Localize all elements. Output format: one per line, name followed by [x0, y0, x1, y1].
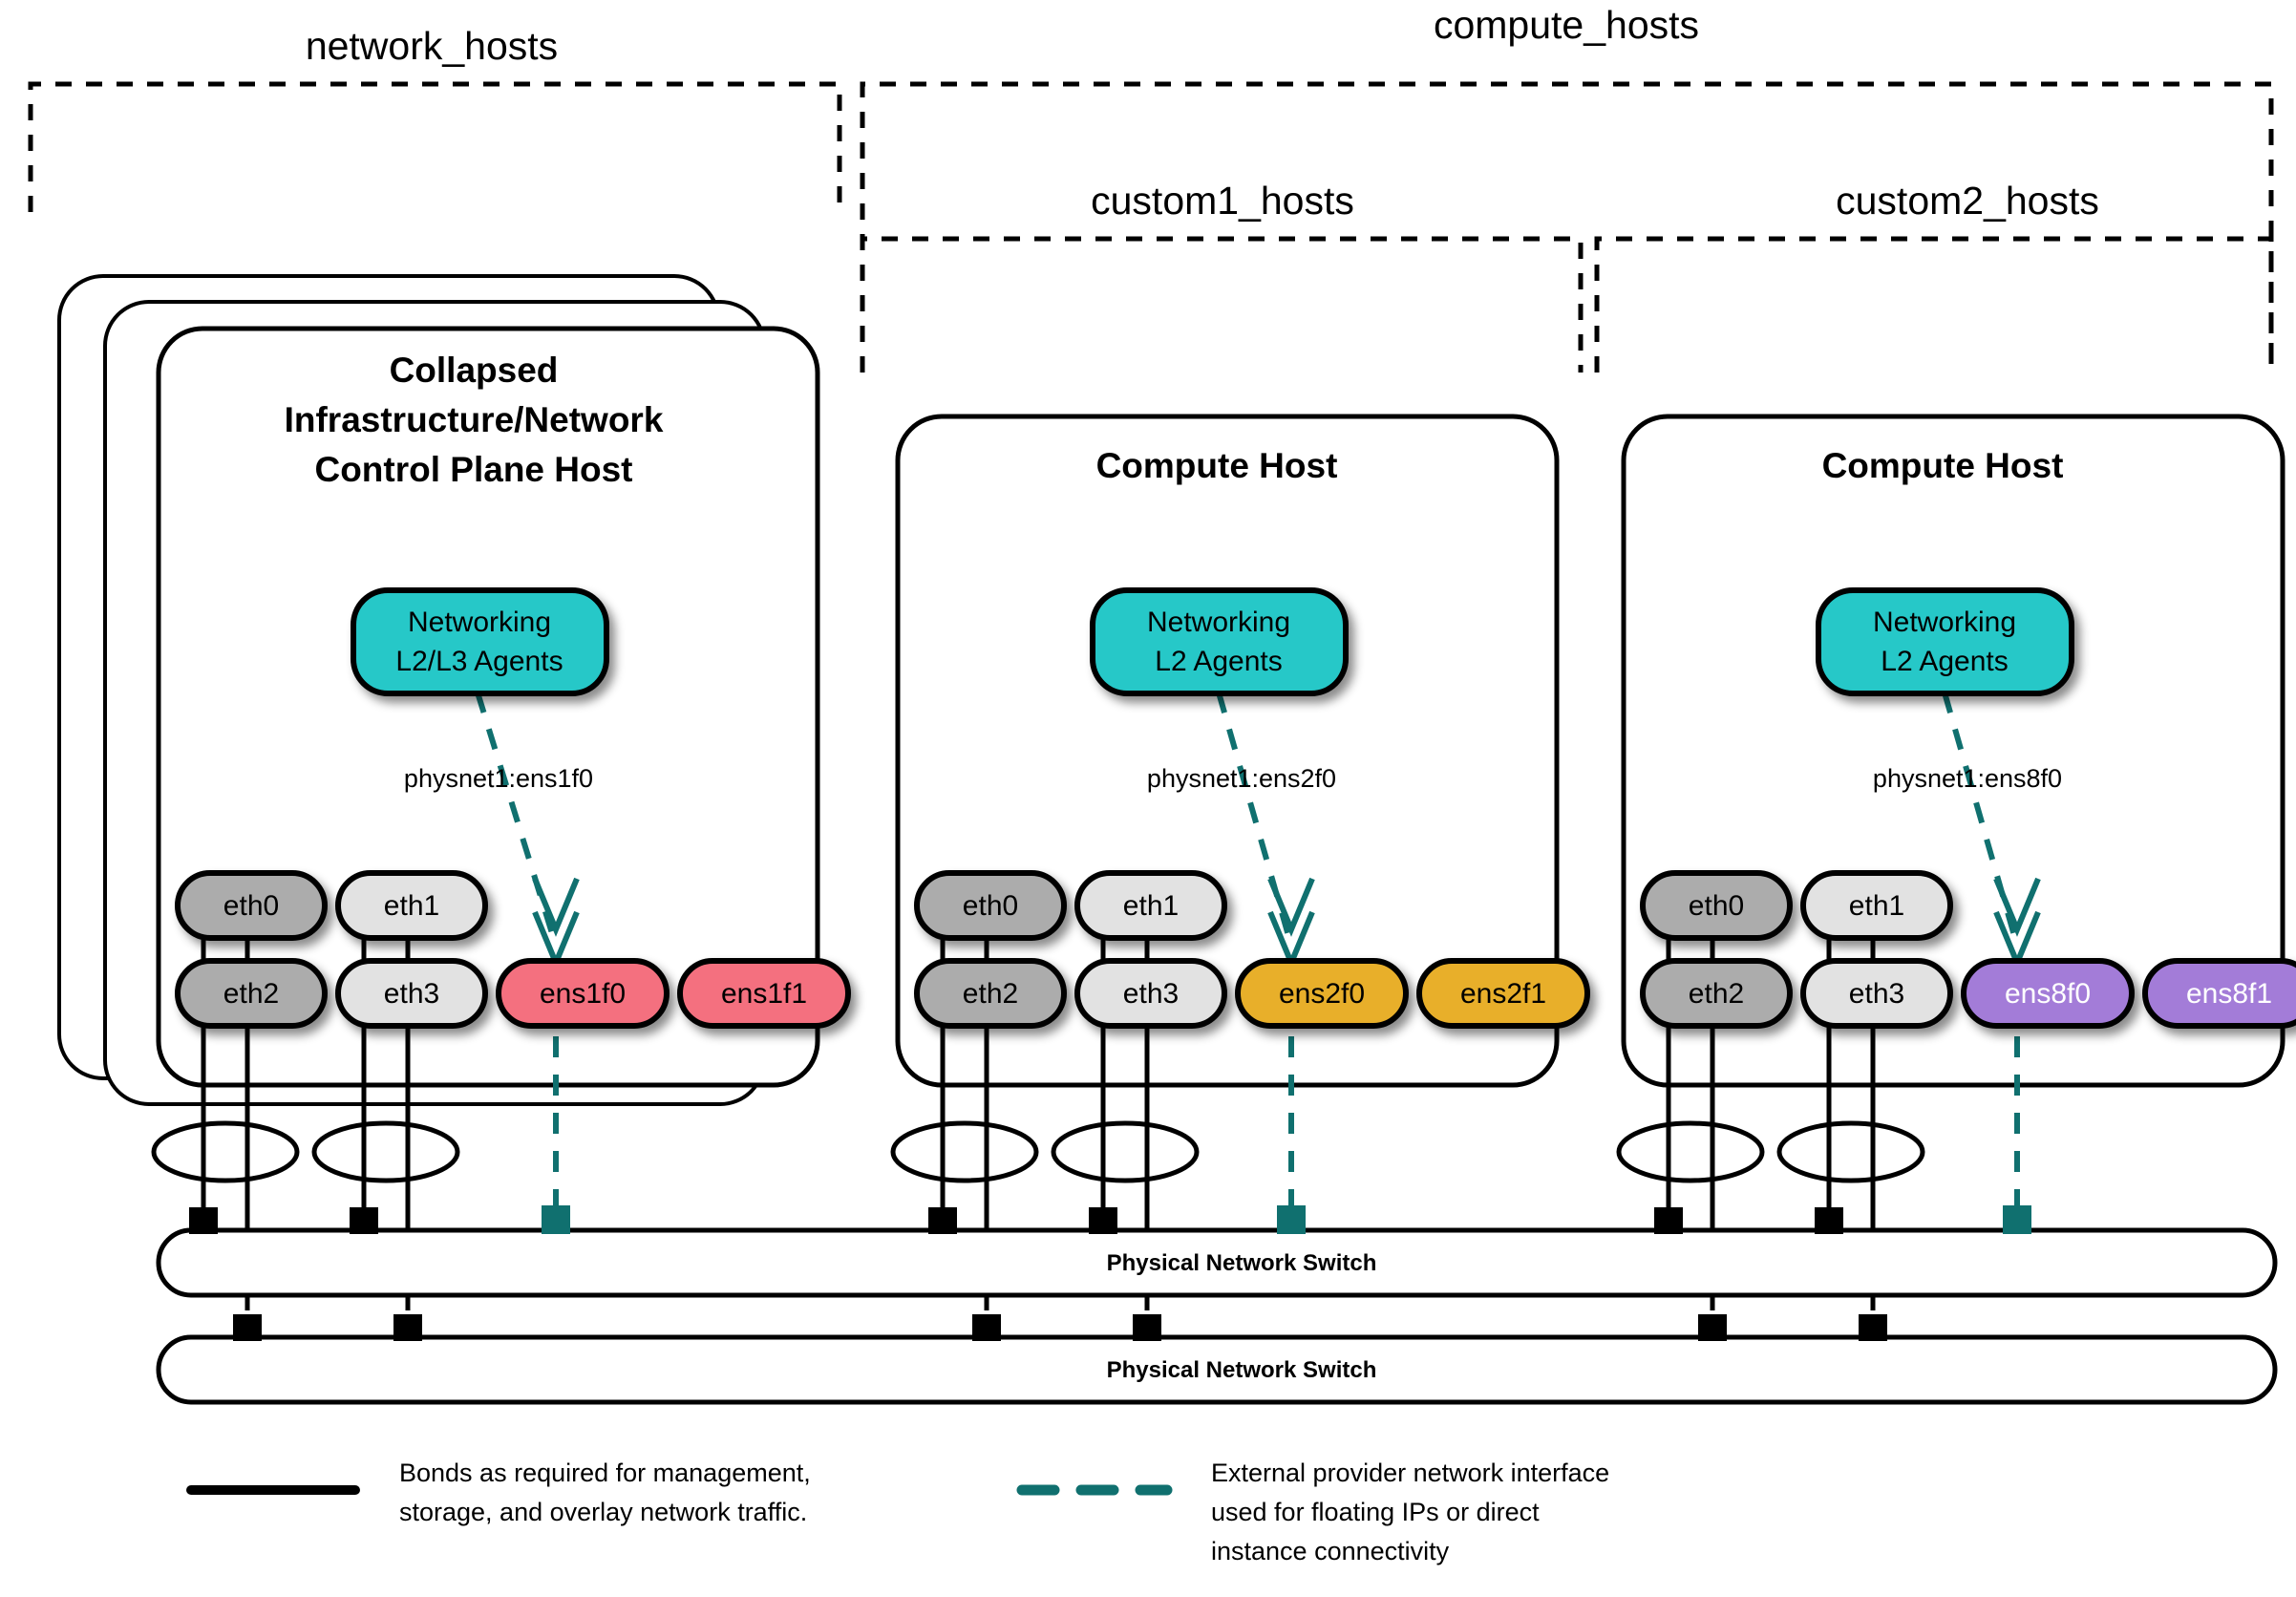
- nic-ens2f1-h2[interactable]: [1416, 958, 1590, 1029]
- nic-eth3-h3[interactable]: [1800, 958, 1953, 1029]
- switch-bottom-label: Physical Network Switch: [1107, 1357, 1377, 1383]
- host-title-line-2: Infrastructure/Network: [285, 400, 664, 439]
- nic-ens1f0-h1[interactable]: [496, 958, 670, 1029]
- nic-ens1f1-h1[interactable]: [677, 958, 851, 1029]
- legend-bond-line-2: storage, and overlay network traffic.: [399, 1498, 807, 1526]
- nic-eth0-h1[interactable]: [175, 870, 328, 941]
- nic-label-ens2f0-h2: ens2f0: [1279, 978, 1365, 1010]
- nic-label-ens1f0-h1: ens1f0: [540, 978, 626, 1010]
- agent-arrow-3b: [1993, 877, 2041, 937]
- nic-label-eth0-h3: eth0: [1689, 890, 1744, 922]
- agent-box-compute-2[interactable]: [1816, 587, 2074, 696]
- nic-label-eth3-h2: eth3: [1123, 978, 1179, 1010]
- group-box-compute-hosts: [860, 81, 2274, 373]
- nic-ens8f1-h3[interactable]: [2142, 958, 2296, 1029]
- nic-eth0-h2[interactable]: [914, 870, 1067, 941]
- nic-label-eth1-h2: eth1: [1123, 890, 1179, 922]
- nic-ens2f0-h2[interactable]: [1235, 958, 1409, 1029]
- switch-top[interactable]: [156, 1227, 2278, 1298]
- agent-link-3: [1942, 692, 2020, 947]
- switch-top-connectors: [189, 1205, 2031, 1234]
- agent-label-line-2: L2/L3 Agents: [395, 646, 563, 677]
- nic-label-eth0-h1: eth0: [223, 890, 279, 922]
- agent-label-3-line-2: L2 Agents: [1881, 646, 2008, 677]
- nic-label-eth1-h1: eth1: [384, 890, 439, 922]
- physnet-label-3: physnet1:ens8f0: [1873, 764, 2062, 793]
- switch-bottom-connectors: [233, 1314, 1887, 1341]
- group-label-compute-hosts: compute_hosts: [1434, 3, 1699, 47]
- agent-label-2-line-2: L2 Agents: [1155, 646, 1282, 677]
- nic-eth3-h1[interactable]: [335, 958, 488, 1029]
- nic-label-ens8f1-h3: ens8f1: [2186, 978, 2272, 1010]
- nic-eth1-h3[interactable]: [1800, 870, 1953, 941]
- nic-eth2-h3[interactable]: [1640, 958, 1793, 1029]
- agent-box-compute-1[interactable]: [1090, 587, 1349, 696]
- nic-label-ens8f0-h3: ens8f0: [2005, 978, 2091, 1010]
- group-label-custom1-hosts: custom1_hosts: [1091, 179, 1354, 223]
- nic-label-eth1-h3: eth1: [1849, 890, 1904, 922]
- nic-label-ens1f1-h1: ens1f1: [721, 978, 807, 1010]
- host-title-line-3: Control Plane Host: [314, 450, 632, 489]
- agent-arrow-1b: [532, 877, 580, 937]
- nic-eth3-h2[interactable]: [1074, 958, 1227, 1029]
- legend-provider-line-3: instance connectivity: [1211, 1537, 1450, 1565]
- host-title-compute-2: Compute Host: [1822, 446, 2064, 485]
- nic-ens8f0-h3[interactable]: [1961, 958, 2135, 1029]
- group-box-network-hosts: [28, 81, 842, 212]
- nic-label-eth3-h3: eth3: [1849, 978, 1904, 1010]
- host-title-line-1: Collapsed: [390, 351, 559, 390]
- nic-row-host-3: eth0 eth1 eth2 eth3 ens8f0 ens8f1: [1640, 870, 2296, 1029]
- legend-bond: Bonds as required for management, storag…: [186, 1459, 811, 1526]
- agent-label-2-line-1: Networking: [1147, 607, 1290, 638]
- physnet-label-1: physnet1:ens1f0: [404, 764, 593, 793]
- switch-top-label: Physical Network Switch: [1107, 1250, 1377, 1276]
- legend-provider-line-2: used for floating IPs or direct: [1211, 1498, 1540, 1526]
- agent-link-2: [1216, 692, 1294, 947]
- nic-row-host-1: eth0 eth1 eth2 eth3 ens1f0 ens1f1: [175, 870, 851, 1029]
- agent-link-1: [475, 692, 559, 947]
- agent-box-control-plane[interactable]: [351, 587, 609, 696]
- nic-label-eth2-h2: eth2: [963, 978, 1018, 1010]
- nic-eth2-h2[interactable]: [914, 958, 1067, 1029]
- group-label-custom2-hosts: custom2_hosts: [1836, 179, 2099, 223]
- nic-label-ens2f1-h2: ens2f1: [1460, 978, 1546, 1010]
- nic-row-host-2: eth0 eth1 eth2 eth3 ens2f0 ens2f1: [914, 870, 1590, 1029]
- agent-arrow-2b: [1267, 877, 1315, 937]
- host-title-compute-1: Compute Host: [1096, 446, 1338, 485]
- nic-eth1-h2[interactable]: [1074, 870, 1227, 941]
- legend-provider-line-1: External provider network interface: [1211, 1459, 1609, 1487]
- nic-label-eth2-h3: eth2: [1689, 978, 1744, 1010]
- legend-provider: External provider network interface used…: [1016, 1459, 1609, 1565]
- group-box-custom2-hosts: [1594, 236, 2274, 373]
- nic-eth0-h3[interactable]: [1640, 870, 1793, 941]
- switch-bottom[interactable]: [156, 1334, 2278, 1405]
- nic-eth2-h1[interactable]: [175, 958, 328, 1029]
- legend-bond-line-1: Bonds as required for management,: [399, 1459, 811, 1487]
- physnet-label-2: physnet1:ens2f0: [1147, 764, 1336, 793]
- group-label-network-hosts: network_hosts: [306, 24, 558, 68]
- nic-label-eth3-h1: eth3: [384, 978, 439, 1010]
- nic-label-eth2-h1: eth2: [223, 978, 279, 1010]
- agent-label-line-1: Networking: [408, 607, 551, 638]
- group-box-custom1-hosts: [860, 236, 1584, 373]
- nic-label-eth0-h2: eth0: [963, 890, 1018, 922]
- agent-label-3-line-1: Networking: [1873, 607, 2016, 638]
- nic-eth1-h1[interactable]: [335, 870, 488, 941]
